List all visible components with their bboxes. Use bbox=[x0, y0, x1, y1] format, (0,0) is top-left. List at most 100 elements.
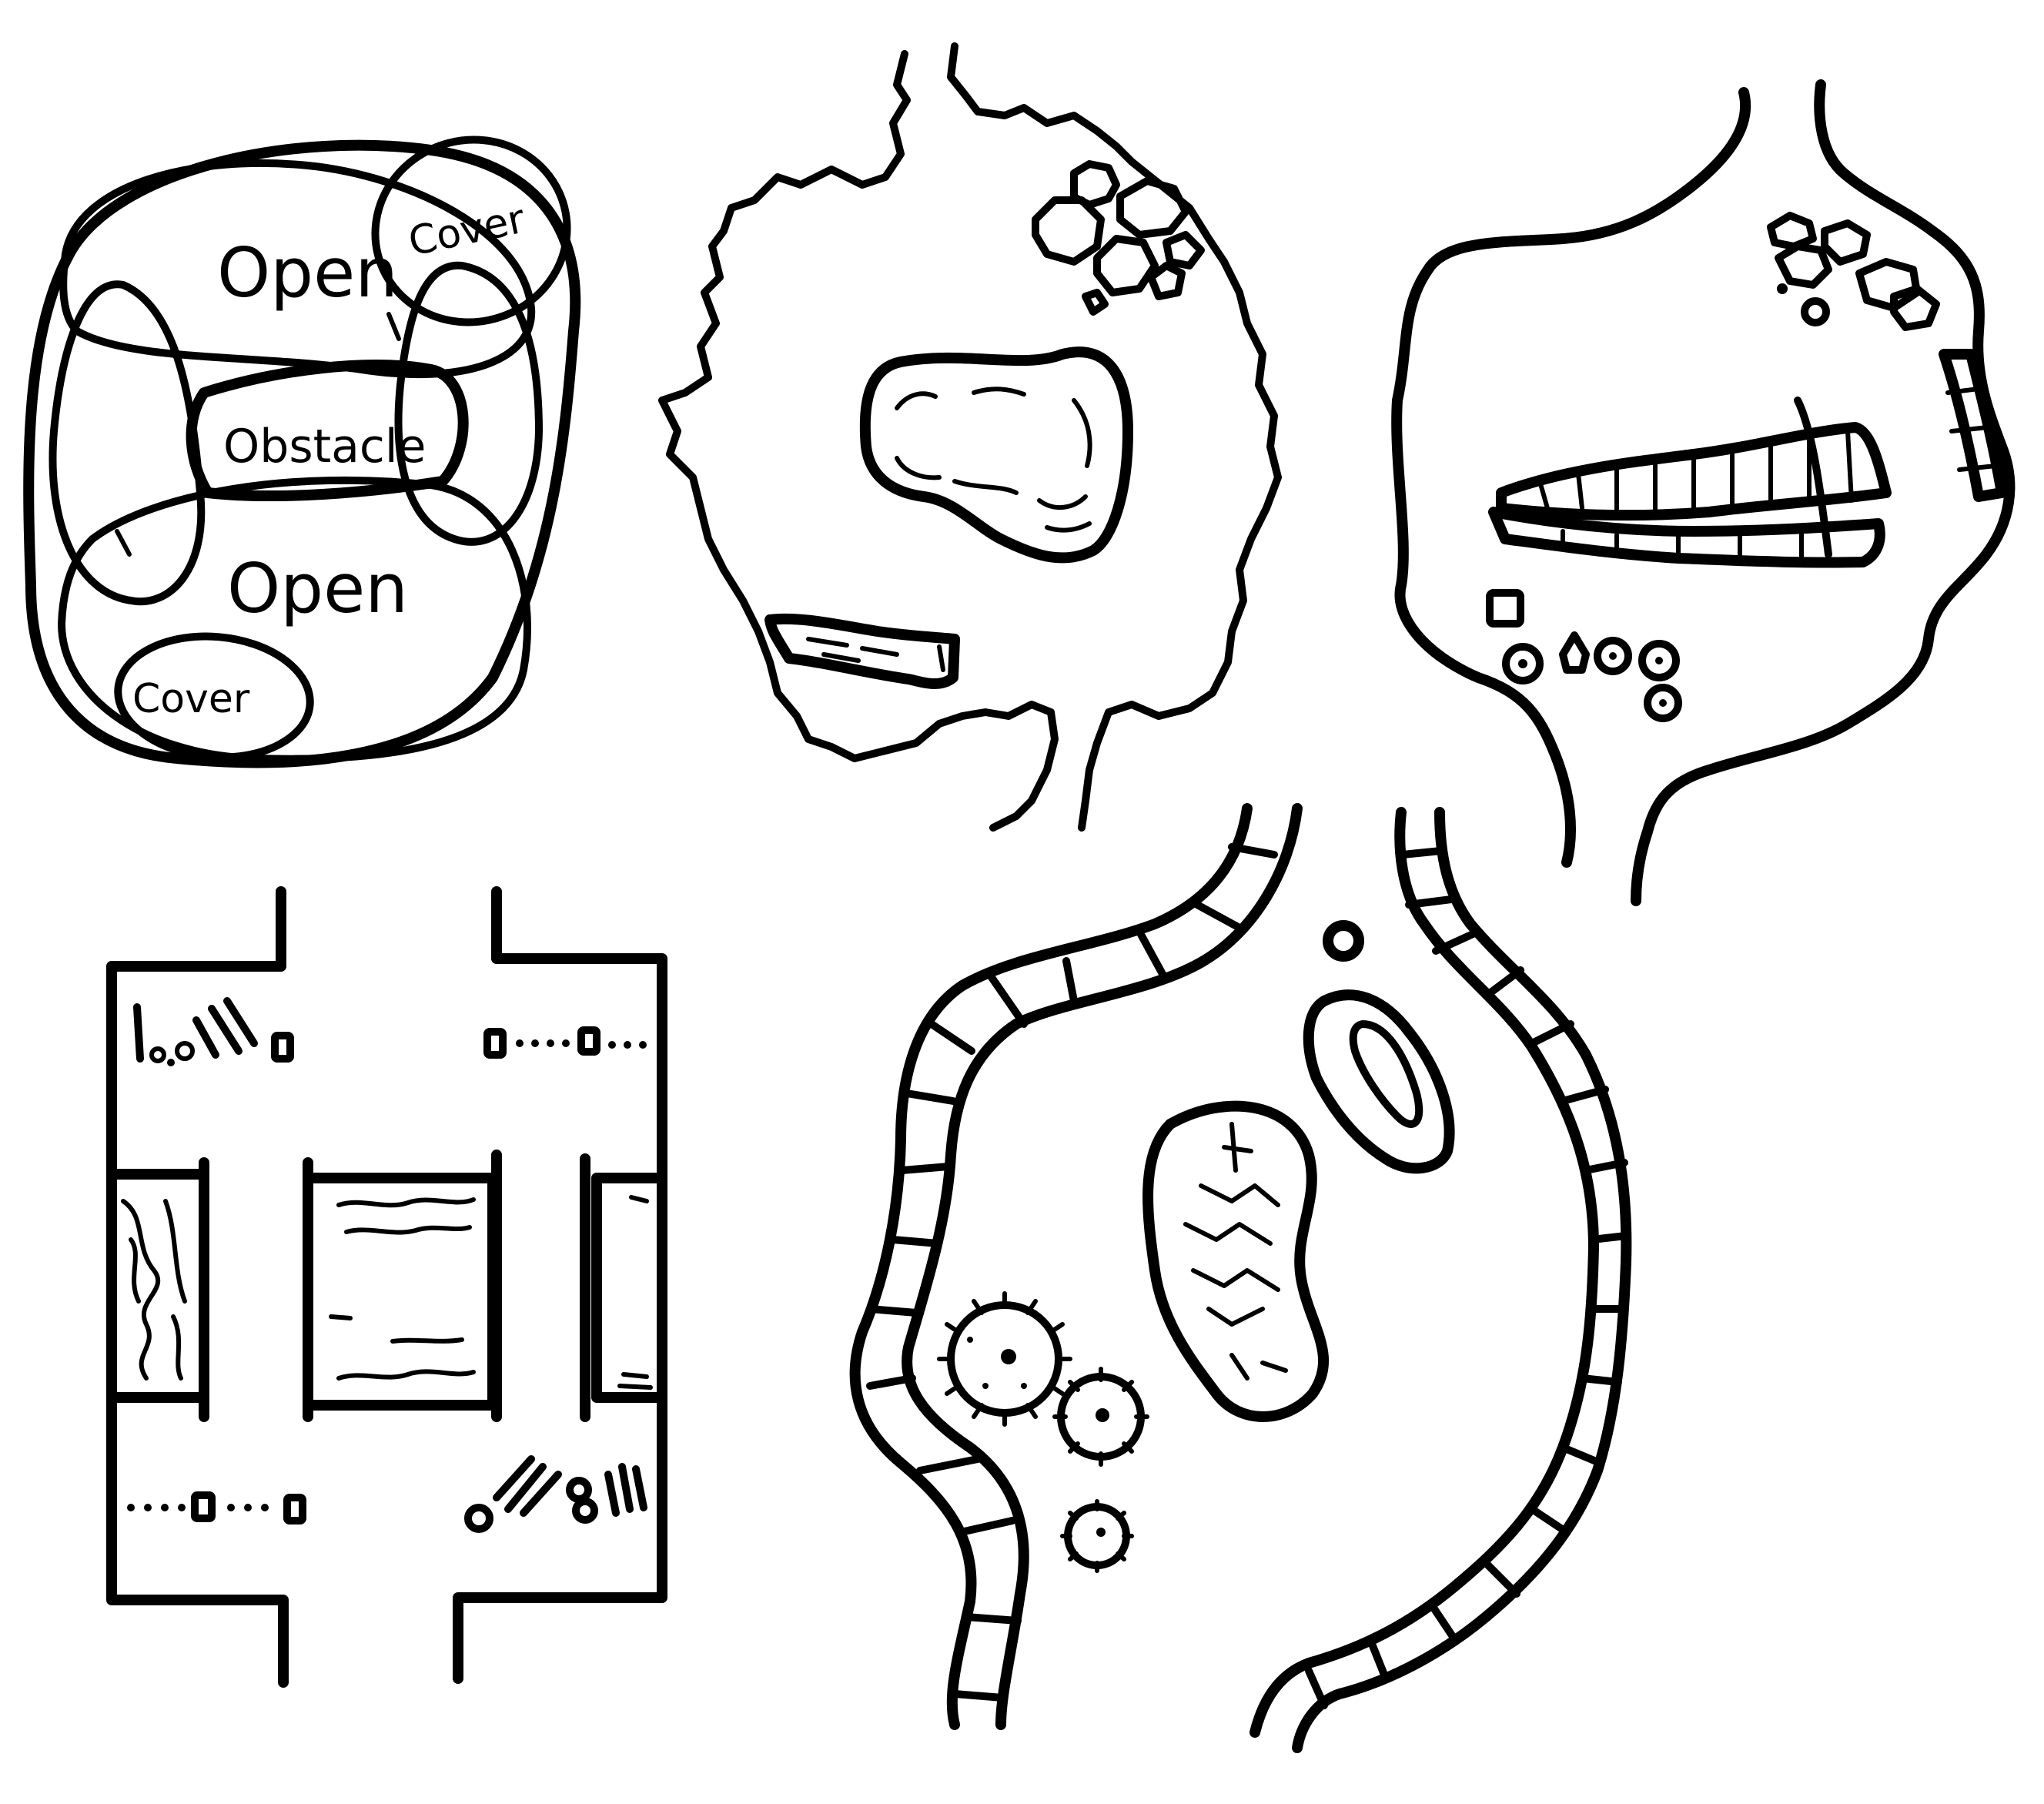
barrel-dot bbox=[1609, 652, 1617, 660]
rubble-steps bbox=[1537, 429, 1854, 564]
bush-center bbox=[1096, 1408, 1109, 1422]
pond bbox=[859, 346, 1133, 564]
bush bbox=[1082, 289, 1109, 316]
ledge-line bbox=[1578, 1374, 1622, 1386]
label-open-top: Open bbox=[217, 233, 398, 313]
garden-bed bbox=[1142, 1100, 1330, 1422]
zone-tick-mark bbox=[115, 529, 132, 557]
barrel-dot bbox=[1655, 657, 1663, 664]
ledge-line bbox=[1528, 1505, 1571, 1536]
label-cover-bottom: Cover bbox=[132, 676, 250, 722]
bush-cluster bbox=[1032, 160, 1205, 316]
rubble-ridge-edge bbox=[1794, 397, 1832, 558]
canyon-wall-left-inner bbox=[902, 803, 1303, 1730]
rock bbox=[1821, 219, 1871, 266]
chain-links bbox=[127, 1504, 269, 1511]
ledge-line bbox=[1528, 1020, 1574, 1047]
chain-link bbox=[547, 1039, 554, 1047]
garden-plants bbox=[1183, 1122, 1288, 1381]
debris-stick bbox=[192, 1016, 219, 1059]
label-open-bottom: Open bbox=[227, 549, 408, 628]
canyon-wall-right-outer bbox=[1249, 807, 1599, 1738]
chain-link bbox=[127, 1504, 135, 1511]
debris-pebble bbox=[566, 1477, 592, 1503]
crate bbox=[1486, 589, 1524, 628]
cave-chamber-map bbox=[1391, 79, 2016, 906]
zone-open-bottom bbox=[58, 476, 531, 763]
pond-ripple bbox=[952, 479, 1019, 495]
hall-wall-left bbox=[106, 886, 289, 1688]
debris-pebble bbox=[167, 1059, 175, 1066]
chain-link bbox=[144, 1504, 152, 1511]
chain-link bbox=[531, 1039, 539, 1047]
ledge-line bbox=[903, 1089, 957, 1105]
bush-spikes bbox=[1060, 1499, 1134, 1573]
pond-ripple bbox=[895, 391, 938, 410]
water-ripple bbox=[344, 1225, 472, 1235]
zone-open-top bbox=[59, 159, 536, 379]
log-grain bbox=[860, 646, 899, 657]
step-line bbox=[1576, 471, 1584, 510]
barrel bbox=[1644, 684, 1682, 722]
pond-ripple bbox=[972, 387, 1026, 397]
water-ripple bbox=[336, 1369, 476, 1381]
alcove-right bbox=[580, 1153, 664, 1422]
water-ripple bbox=[336, 1197, 476, 1208]
bush bbox=[1093, 235, 1159, 296]
water-ripple bbox=[390, 1337, 464, 1344]
debris-pebble bbox=[464, 1504, 493, 1533]
chain-link bbox=[624, 1041, 631, 1049]
ledge-line bbox=[1582, 1159, 1628, 1174]
bush bbox=[1147, 262, 1186, 300]
ledge-line bbox=[866, 1305, 920, 1317]
debris-stick bbox=[632, 1465, 647, 1511]
canyon-left-cross-lines bbox=[866, 843, 1278, 1702]
rock bbox=[1767, 212, 1817, 250]
bush-center bbox=[982, 1383, 989, 1389]
chain-link bbox=[244, 1504, 252, 1511]
rubble-scribble bbox=[121, 1199, 187, 1381]
ledge-line bbox=[1432, 928, 1482, 955]
zone-obstacle bbox=[186, 360, 469, 502]
ladder-rung bbox=[1957, 464, 1998, 472]
rock bbox=[1801, 297, 1830, 326]
debris-pebble bbox=[572, 1498, 598, 1524]
canyon-wall-left-outer bbox=[849, 803, 1253, 1730]
step-line bbox=[1845, 429, 1854, 503]
barrel-dot bbox=[1518, 659, 1527, 668]
pit-outer bbox=[1303, 989, 1455, 1174]
alcove-mark bbox=[617, 1372, 653, 1390]
debris-stick bbox=[133, 1003, 144, 1063]
ledge-line bbox=[951, 1690, 1006, 1702]
rock bbox=[1890, 285, 1940, 331]
bush-center bbox=[1096, 1528, 1106, 1537]
pebble bbox=[1777, 283, 1788, 294]
spiky-bush bbox=[1052, 1367, 1149, 1467]
zone-right-lobe bbox=[394, 261, 543, 546]
pool-center bbox=[303, 1150, 502, 1422]
debris-pebble bbox=[149, 1046, 166, 1063]
debris-stick bbox=[223, 997, 258, 1047]
debris-stick bbox=[520, 1471, 562, 1517]
forest-clearing-map bbox=[658, 42, 1282, 832]
canyon-map bbox=[849, 803, 1632, 1753]
dungeon-hall-map bbox=[106, 886, 667, 1688]
ledge-line bbox=[866, 1374, 916, 1390]
chain-link bbox=[161, 1504, 169, 1511]
chain-link bbox=[562, 1039, 570, 1047]
log-grain bbox=[821, 652, 861, 663]
bush bbox=[1163, 231, 1205, 269]
cave-wall-right bbox=[1631, 79, 2016, 906]
rock bbox=[1559, 631, 1590, 674]
rock bbox=[1775, 243, 1832, 289]
ledge-line bbox=[957, 1517, 1016, 1536]
ledge-line bbox=[1399, 847, 1445, 858]
rock bbox=[1855, 258, 1921, 312]
pond-ripple bbox=[1072, 398, 1092, 468]
chain-links bbox=[516, 1039, 647, 1049]
ledge-line bbox=[1305, 1667, 1328, 1709]
ledge-line bbox=[1588, 1232, 1630, 1243]
spiky-bush bbox=[937, 1291, 1072, 1427]
spiky-bush bbox=[1060, 1499, 1134, 1573]
zone-cover-top bbox=[371, 136, 571, 326]
